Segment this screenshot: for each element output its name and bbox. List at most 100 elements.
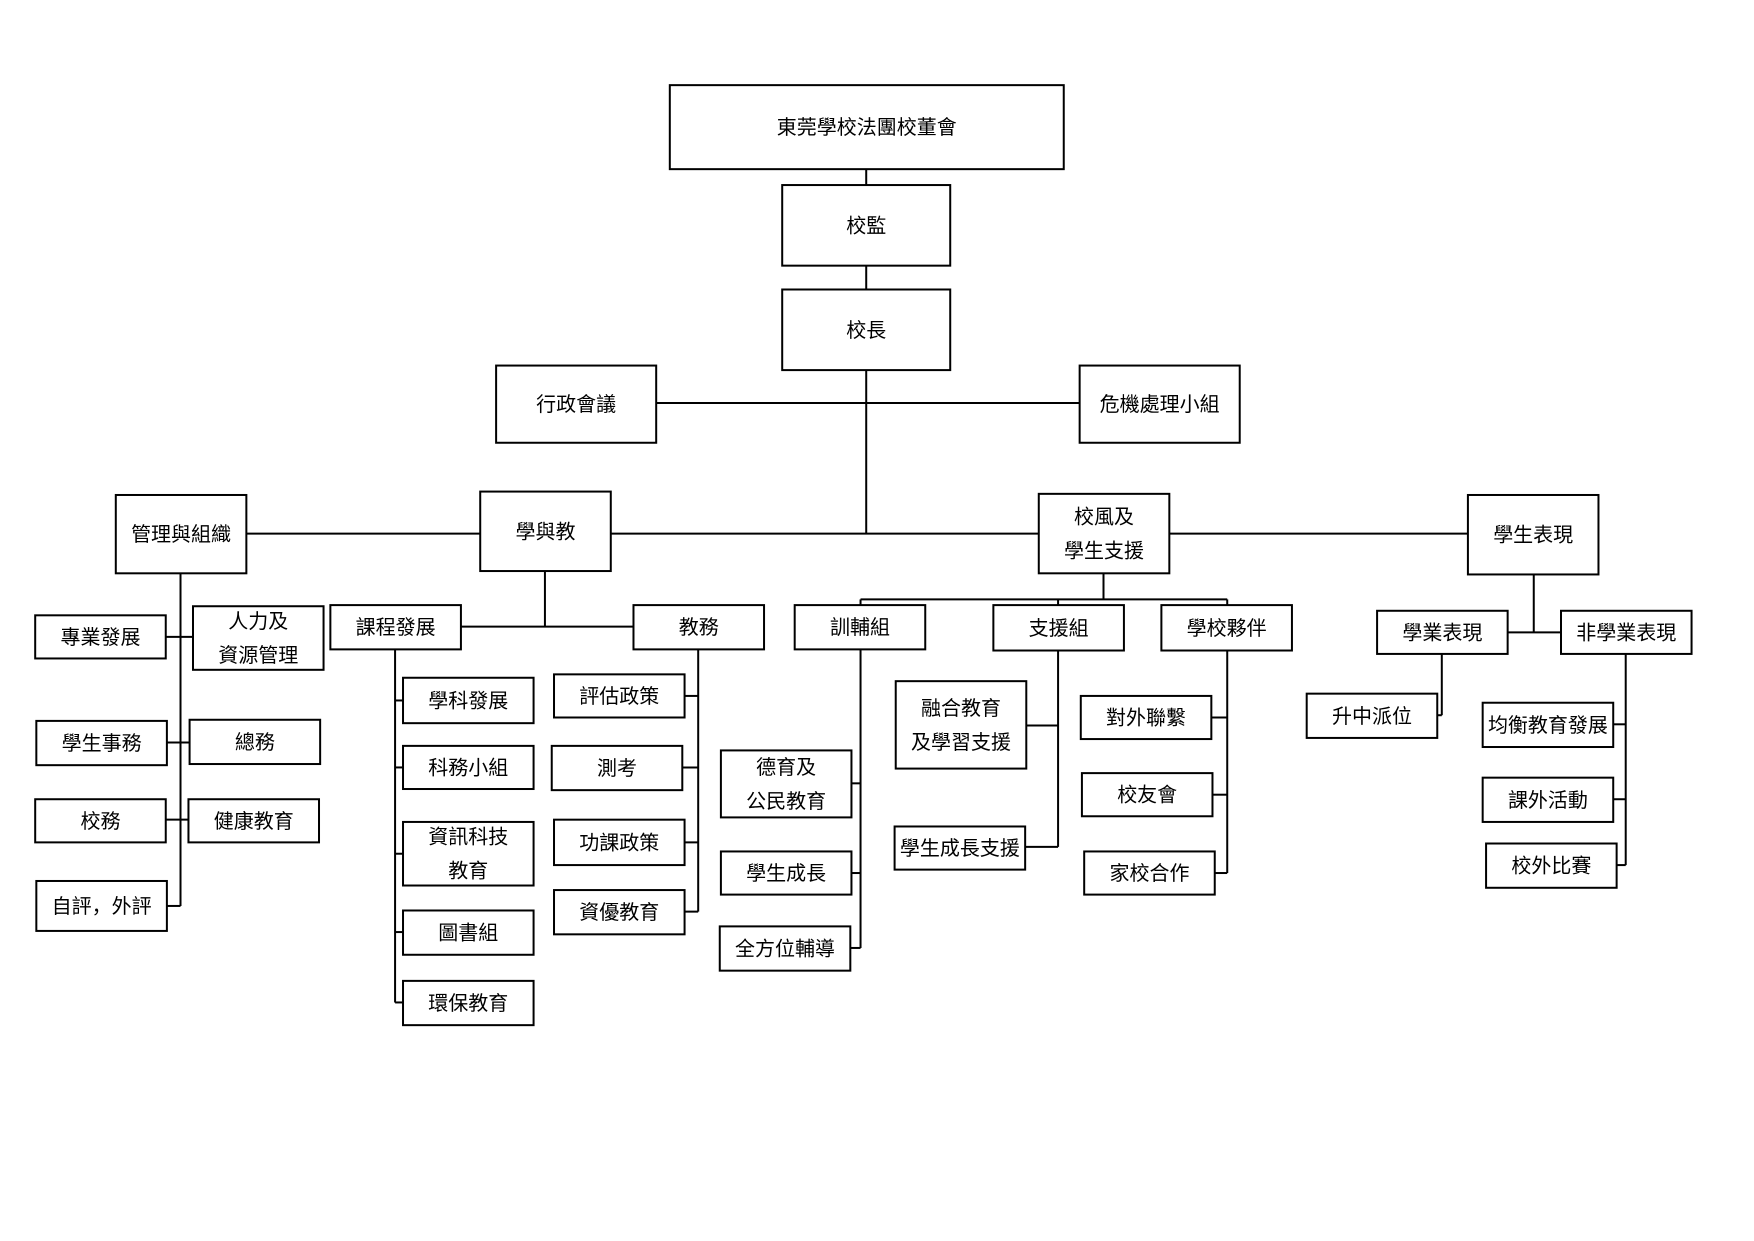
org-node-box <box>191 605 325 671</box>
org-node-box <box>1305 692 1439 739</box>
org-node-label: 總務 <box>235 730 275 754</box>
org-node-box <box>1485 842 1618 889</box>
org-node-acadperf: 學業表現 <box>1376 609 1509 655</box>
org-node-box <box>1160 604 1293 652</box>
org-node-label: 校風及 <box>1074 505 1134 529</box>
org-node-box <box>329 604 462 651</box>
org-node-box <box>402 676 535 725</box>
org-node-box <box>495 364 658 444</box>
org-node-studaff: 學生事務 <box>35 719 168 767</box>
org-node-box <box>893 825 1027 871</box>
org-node-general: 總務 <box>188 718 322 766</box>
org-node-homesch: 家校合作 <box>1083 850 1216 896</box>
org-node-label: 資優教育 <box>579 900 659 924</box>
org-node-extra: 課外活動 <box>1481 776 1615 823</box>
org-node-box <box>632 604 766 651</box>
org-node-growth: 學生成長 <box>719 850 853 896</box>
org-node-place: 升中派位 <box>1305 692 1439 739</box>
org-node-box <box>718 925 852 972</box>
org-node-box <box>1560 609 1693 655</box>
org-node-label: 非學業表現 <box>1576 620 1676 644</box>
org-node-label: 校監 <box>846 213 886 237</box>
org-node-box <box>402 979 535 1027</box>
org-node-eval: 自評，外評 <box>35 879 168 932</box>
org-node-label: 教育 <box>448 859 488 883</box>
org-node-box <box>1080 772 1214 818</box>
org-node-box <box>553 818 686 867</box>
org-node-label: 升中派位 <box>1332 704 1412 728</box>
org-node-health: 健康教育 <box>187 798 321 844</box>
org-node-box <box>1376 609 1509 655</box>
org-node-label: 課外活動 <box>1508 788 1588 812</box>
org-node-label: 校長 <box>846 318 886 342</box>
org-node-growsupp: 學生成長支援 <box>893 825 1027 871</box>
org-node-box <box>553 889 686 936</box>
org-node-perf: 學生表現 <box>1466 493 1600 576</box>
org-node-balance: 均衡教育發展 <box>1481 701 1615 749</box>
org-node-label: 校外比賽 <box>1511 854 1591 878</box>
org-node-env: 環保教育 <box>402 979 535 1027</box>
org-node-box <box>34 798 167 844</box>
org-node-label: 融合教育 <box>921 696 1001 720</box>
org-node-label: 及學習支援 <box>911 730 1011 754</box>
org-node-box <box>719 850 853 896</box>
org-node-board: 東莞學校法團校董會 <box>668 84 1065 171</box>
org-node-label: 公民教育 <box>746 789 826 813</box>
org-node-box <box>1466 493 1600 576</box>
org-node-label: 學生成長支援 <box>900 836 1020 860</box>
org-node-label: 教務 <box>679 615 719 639</box>
org-node-nonacad: 非學業表現 <box>1560 609 1693 655</box>
org-node-box <box>402 909 535 956</box>
org-node-label: 行政會議 <box>536 392 616 416</box>
org-node-crisis: 危機處理小組 <box>1078 364 1241 444</box>
org-node-label: 學生支援 <box>1064 539 1144 563</box>
org-node-box <box>187 798 321 844</box>
org-node-wholeguid: 全方位輔導 <box>718 925 852 972</box>
org-node-curr: 課程發展 <box>329 604 462 651</box>
org-node-box <box>35 879 168 932</box>
org-node-box <box>34 614 167 660</box>
org-node-assess: 評估政策 <box>553 673 686 719</box>
org-node-label: 學生事務 <box>62 731 142 755</box>
org-node-comp: 校外比賽 <box>1485 842 1618 889</box>
org-node-box <box>114 493 248 575</box>
org-node-label: 學生成長 <box>746 861 826 885</box>
connector-lines <box>165 169 1627 1004</box>
org-node-alumni: 校友會 <box>1080 772 1214 818</box>
org-node-label: 評估政策 <box>579 684 659 708</box>
org-node-prof: 專業發展 <box>34 614 167 660</box>
org-node-box <box>719 749 853 819</box>
org-node-label: 專業發展 <box>60 625 140 649</box>
org-node-box <box>550 744 684 792</box>
org-node-label: 學與教 <box>515 519 575 543</box>
org-node-label: 健康教育 <box>214 809 294 833</box>
org-node-subj: 學科發展 <box>402 676 535 725</box>
org-node-box <box>992 604 1125 652</box>
org-node-label: 危機處理小組 <box>1100 392 1220 416</box>
org-node-learn: 學與教 <box>479 490 612 573</box>
org-node-label: 訓輔組 <box>830 615 890 639</box>
org-node-label: 學業表現 <box>1402 620 1482 644</box>
org-node-box <box>479 490 612 573</box>
org-node-box <box>1078 364 1241 444</box>
org-nodes: 東莞學校法團校董會校監校長行政會議危機處理小組管理與組織學與教校風及學生支援學生… <box>34 84 1693 1027</box>
org-node-label: 均衡教育發展 <box>1488 713 1608 737</box>
org-node-label: 德育及 <box>756 755 816 779</box>
org-node-admin: 行政會議 <box>495 364 658 444</box>
org-node-label: 人力及 <box>228 609 288 633</box>
org-node-label: 科務小組 <box>428 755 508 779</box>
org-node-label: 東莞學校法團校董會 <box>777 115 957 139</box>
org-node-box <box>781 184 952 267</box>
org-node-mgmt: 管理與組織 <box>114 493 248 575</box>
org-node-principal: 校長 <box>781 288 952 372</box>
org-node-label: 學生表現 <box>1493 523 1573 547</box>
org-node-box <box>553 673 686 719</box>
org-node-label: 圖書組 <box>438 921 498 945</box>
org-node-label: 全方位輔導 <box>735 937 835 961</box>
